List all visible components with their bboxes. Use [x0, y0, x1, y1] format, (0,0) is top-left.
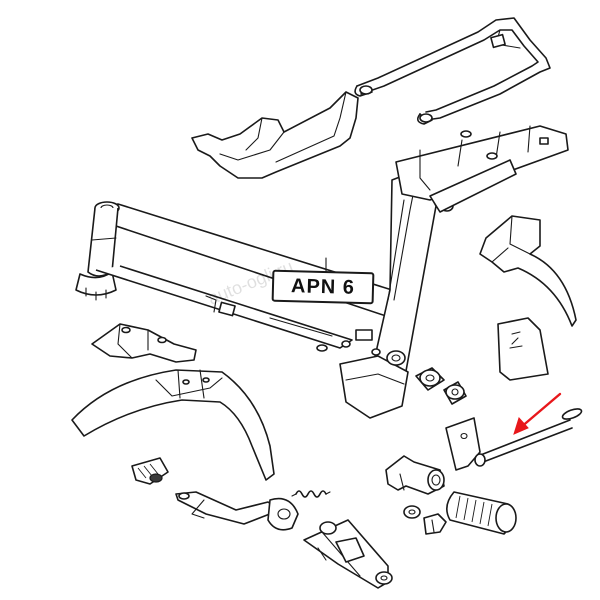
small-pad	[131, 457, 169, 485]
side-stand	[445, 408, 583, 471]
spring	[291, 490, 331, 498]
footrest-rubber	[446, 491, 517, 535]
brake-pedal	[175, 491, 299, 531]
bolt-and-washer	[403, 505, 447, 535]
mudguard-mount-plate	[91, 323, 197, 363]
chain-guard	[497, 317, 549, 381]
model-label: APN 6	[271, 269, 375, 305]
footrest-shaft	[385, 455, 445, 495]
rear-carrier-bracket	[479, 215, 577, 327]
callout-arrow	[513, 392, 562, 435]
rear-mudguard	[191, 91, 359, 179]
bushings	[415, 367, 467, 405]
pedal-shaft	[303, 519, 393, 589]
front-mudguard	[71, 369, 275, 481]
luggage-rack	[354, 17, 551, 125]
